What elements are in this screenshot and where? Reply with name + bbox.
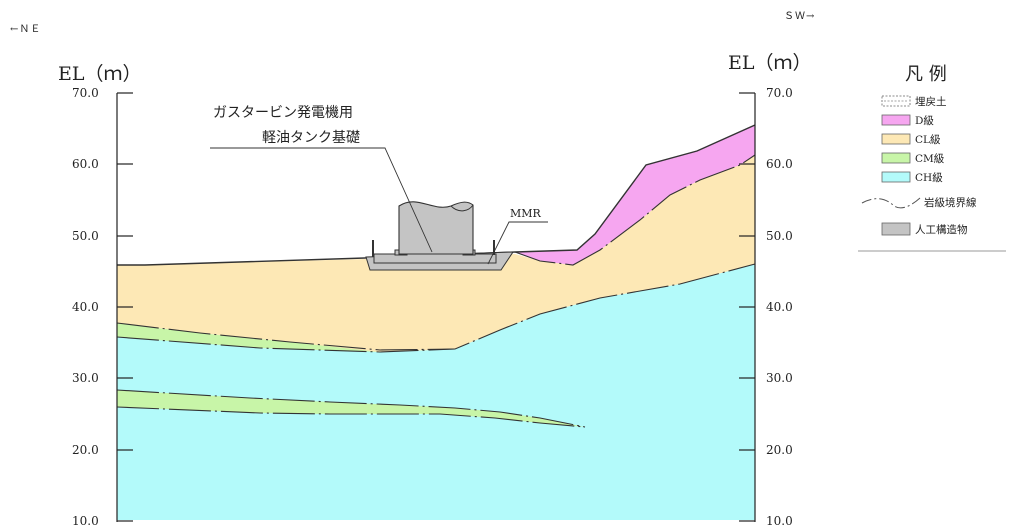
legend-swatch-cm-class: [881, 152, 911, 164]
legend-label-ch-class: CH級: [915, 171, 943, 184]
legend-swatch-boundary-line: [861, 197, 921, 209]
right-axis-tick-labels: 70.0 60.0 50.0 40.0 30.0 20.0 10.0: [766, 86, 793, 528]
ground-surface: [117, 124, 756, 266]
d-class-layer: [515, 125, 755, 265]
legend-label-cl-class: CL級: [915, 133, 941, 146]
direction-right-label: ＳＷ→: [784, 11, 815, 22]
right-tick-20: 20.0: [766, 443, 793, 457]
right-tick-60: 60.0: [766, 157, 793, 171]
right-elevation-axis: [739, 92, 756, 522]
legend-swatch-ch-class: [881, 171, 911, 183]
legend-label-artificial-structure: 人工構造物: [915, 223, 968, 236]
right-tick-30: 30.0: [766, 371, 793, 385]
right-axis-title: EL（ｍ）: [728, 52, 812, 74]
legend-label-d-class: D級: [915, 114, 934, 127]
left-tick-10: 10.0: [72, 514, 99, 528]
structure-leader-line: [210, 147, 433, 253]
right-tick-10: 10.0: [766, 514, 793, 528]
mmr-leader-line: [487, 221, 548, 265]
left-tick-20: 20.0: [72, 443, 99, 457]
right-tick-50: 50.0: [766, 229, 793, 243]
legend-title: 凡 例: [905, 64, 947, 85]
cl-class-layer: [117, 155, 755, 352]
structure-label-line2: 軽油タンク基礎: [262, 129, 360, 146]
right-tick-70: 70.0: [766, 86, 793, 100]
legend-label-cm-class: CM級: [915, 152, 945, 165]
legend-label-boundary-line: 岩級境界線: [924, 196, 977, 209]
rock-class-boundaries: [116, 154, 756, 428]
direction-left-label: ←ＮＥ: [10, 24, 41, 35]
legend-label-backfill: 埋戻土: [915, 95, 947, 108]
left-tick-40: 40.0: [72, 300, 99, 314]
legend-swatch-d-class: [881, 114, 911, 126]
cm-class-lens-upper: [117, 323, 455, 352]
tank-foundation-structure: [365, 201, 514, 271]
fuel-tank: [398, 201, 474, 255]
cm-class-lens-lower: [117, 390, 585, 427]
left-tick-70: 70.0: [72, 86, 99, 100]
tank-foundation-slab: [373, 253, 497, 264]
left-axis-tick-labels: 70.0 60.0 50.0 40.0 30.0 20.0 10.0: [72, 86, 99, 528]
left-tick-50: 50.0: [72, 229, 99, 243]
strata: [116, 124, 756, 520]
right-tick-40: 40.0: [766, 300, 793, 314]
left-tick-60: 60.0: [72, 157, 99, 171]
legend-swatch-cl-class: [881, 133, 911, 145]
legend-swatch-artificial-structure: [881, 222, 911, 236]
ch-class-layer: [117, 264, 755, 520]
mmr-label: MMR: [510, 207, 542, 220]
left-elevation-axis: [116, 92, 133, 522]
left-tick-30: 30.0: [72, 371, 99, 385]
left-axis-title: EL（ｍ）: [58, 63, 142, 85]
structure-label-line1: ガスタービン発電機用: [213, 105, 353, 121]
legend: 凡 例 埋戻土 D級 CL級 CM級 CH級 岩級境界線 人工構造物: [858, 64, 1006, 252]
